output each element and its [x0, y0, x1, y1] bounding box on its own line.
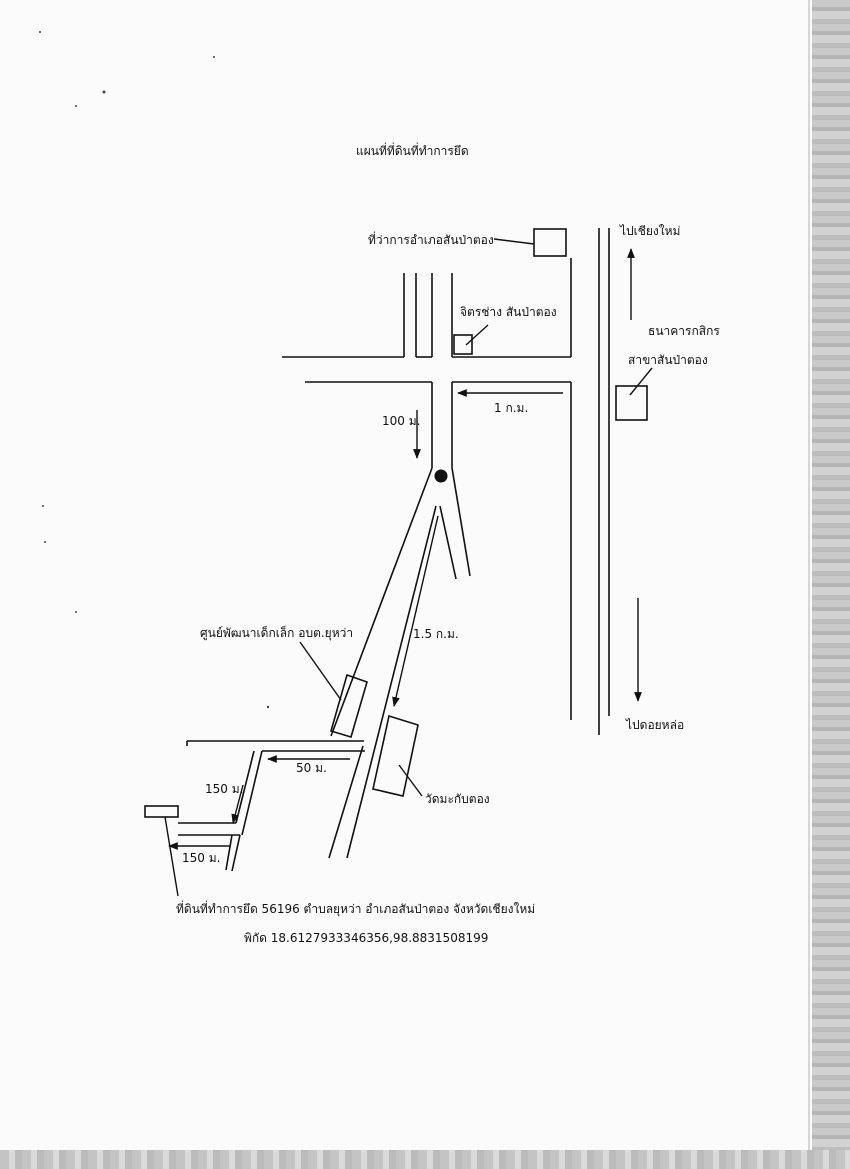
temple-label: วัดมะกับตอง	[425, 792, 490, 806]
coordinates-text: พิกัด 18.6127933346356,98.8831508199	[244, 931, 488, 945]
to-doi-lo-label: ไปดอยหล่อ	[625, 718, 684, 732]
distance-100m: 100 ม.	[382, 414, 420, 428]
district-office-label: ที่ว่าการอำเภอสันป่าตอง	[368, 231, 494, 247]
district-office-building	[533, 228, 567, 257]
map-title: แผนที่ที่ดินที่ทำการยึด	[356, 142, 469, 158]
diagonal-roads	[328, 467, 471, 859]
distance-150m-a: 150 ม.	[205, 782, 243, 796]
distance-150m-b: 150 ม.	[182, 851, 220, 865]
highway	[598, 228, 610, 735]
scanned-paper	[0, 0, 812, 1169]
scanner-border-right	[812, 0, 850, 1169]
lower-roads	[178, 740, 365, 872]
land-location-text: ที่ดินที่ทำการยึด 56196 ตำบลยุหว่า อำเภอ…	[176, 900, 535, 917]
distance-50m: 50 ม.	[296, 761, 327, 775]
leader-lines	[164, 238, 653, 897]
bank-label-line2: สาขาสันป่าตอง	[628, 353, 708, 367]
bank-label-line1: ธนาคารกสิกร	[648, 324, 720, 338]
scanner-border-bottom	[0, 1150, 850, 1169]
distance-1-5km: 1.5 ก.ม.	[413, 627, 459, 641]
to-chiang-mai-label: ไปเชียงใหม่	[619, 224, 680, 238]
shop-building	[453, 334, 473, 355]
upper-roads	[282, 258, 572, 720]
location-dot-icon	[434, 469, 448, 483]
shop-label: จิตรช่าง สันป่าตอง	[460, 305, 557, 319]
paper-edge-shadow	[808, 0, 810, 1169]
seized-land-plot	[144, 805, 179, 818]
distance-1km: 1 ก.ม.	[494, 401, 528, 415]
nursery-building	[330, 673, 368, 738]
nursery-label: ศูนย์พัฒนาเด็กเล็ก อบต.ยุหว่า	[200, 625, 353, 641]
bank-building	[615, 385, 648, 421]
scan-specks	[39, 31, 270, 709]
arrow-icon	[168, 248, 642, 850]
temple-building	[372, 714, 419, 797]
